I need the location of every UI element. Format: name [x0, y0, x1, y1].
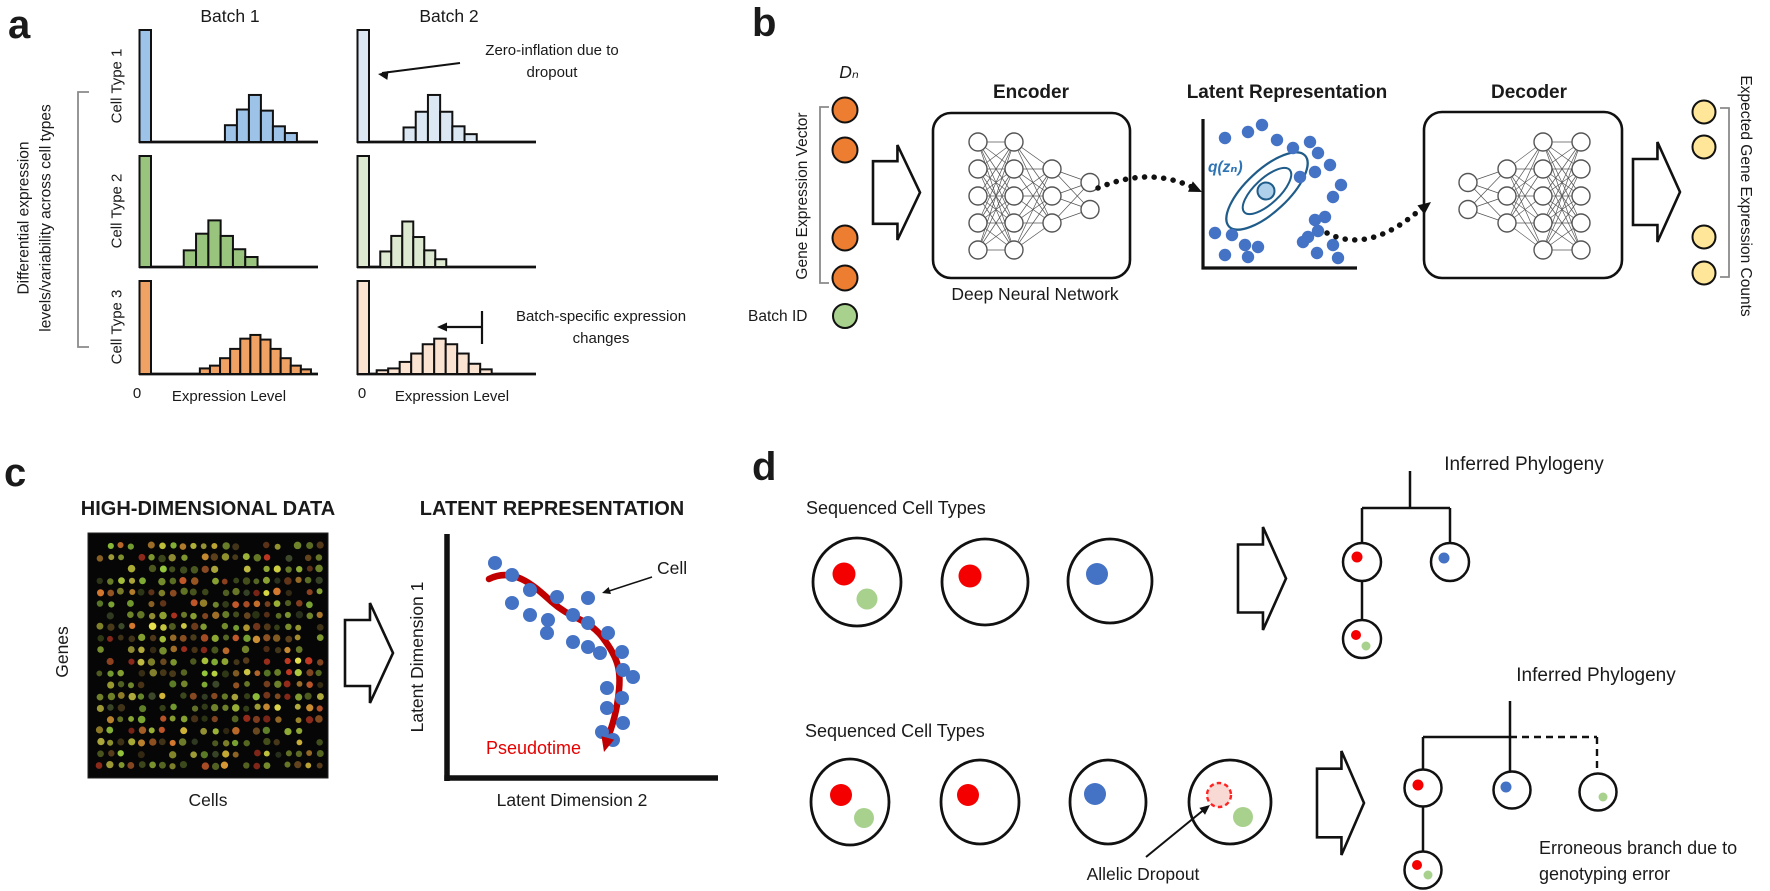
encoder-title: Encoder	[992, 82, 1070, 103]
batch-2-header: Batch 2	[419, 6, 479, 26]
row-label-cell-type-2: Cell Type 2	[108, 173, 126, 249]
allelic-dropout-label: Allelic Dropout	[1086, 864, 1200, 884]
panel-c-graphics	[87, 532, 718, 781]
batch-1-header: Batch 1	[200, 6, 260, 26]
row-label-cell-type-3: Cell Type 3	[108, 289, 126, 365]
cells-axis-label: Cells	[188, 790, 228, 810]
row-label-cell-type-1: Cell Type 1	[108, 48, 126, 124]
high-dimensional-data-title: HIGH-DIMENSIONAL DATA	[80, 498, 336, 520]
panel-b-label: b	[752, 1, 777, 45]
panel-b-graphics	[819, 96, 1730, 329]
genes-axis-label: Genes	[51, 626, 72, 678]
latent-representation-title: Latent Representation	[1186, 82, 1388, 103]
batch-id-label: Batch ID	[748, 308, 808, 325]
pseudotime-label: Pseudotime	[486, 738, 582, 758]
panel-a-label: a	[8, 3, 31, 47]
decoder-title: Decoder	[1490, 82, 1568, 103]
expected-counts-label: Expected Gene Expression Counts	[1736, 75, 1754, 317]
inferred-phylogeny-top: Inferred Phylogeny	[1444, 454, 1604, 475]
panel-d-graphics	[809, 471, 1618, 890]
panel-a-graphics	[77, 29, 536, 376]
sequenced-cell-types-bottom: Sequenced Cell Types	[805, 721, 985, 741]
zero-inflation-annotation: Zero-inflation due to dropout	[485, 42, 619, 81]
gene-expression-vector-label: Gene Expression Vector	[794, 112, 812, 280]
latent-representation-title-c: LATENT REPRESENTATION	[419, 498, 685, 520]
zero-tick-batch1: 0	[132, 385, 142, 402]
x-axis-label-batch2: Expression Level	[394, 388, 510, 405]
erroneous-branch-annotation: Erroneous branch due to genotyping error	[1539, 838, 1738, 885]
batch-specific-annotation: Batch-specific expression changes	[515, 308, 687, 347]
panel-c-label: c	[4, 451, 27, 495]
deep-neural-network-caption: Deep Neural Network	[951, 284, 1119, 304]
latent-dimension-1-label: Latent Dimension 1	[406, 581, 427, 733]
panel-d-label: d	[752, 445, 777, 489]
cell-annotation: Cell	[657, 558, 688, 578]
latent-dimension-2-label: Latent Dimension 2	[496, 790, 648, 810]
input-vector-symbol: Dₙ	[839, 62, 859, 82]
zero-tick-batch2: 0	[357, 385, 367, 402]
inferred-phylogeny-bottom: Inferred Phylogeny	[1516, 665, 1676, 686]
sequenced-cell-types-top: Sequenced Cell Types	[806, 498, 986, 518]
x-axis-label-batch1: Expression Level	[171, 388, 287, 405]
posterior-annotation: q(zₙ)	[1208, 159, 1243, 176]
panel-a-y-axis-label: Differential expression levels/variabili…	[15, 104, 55, 332]
